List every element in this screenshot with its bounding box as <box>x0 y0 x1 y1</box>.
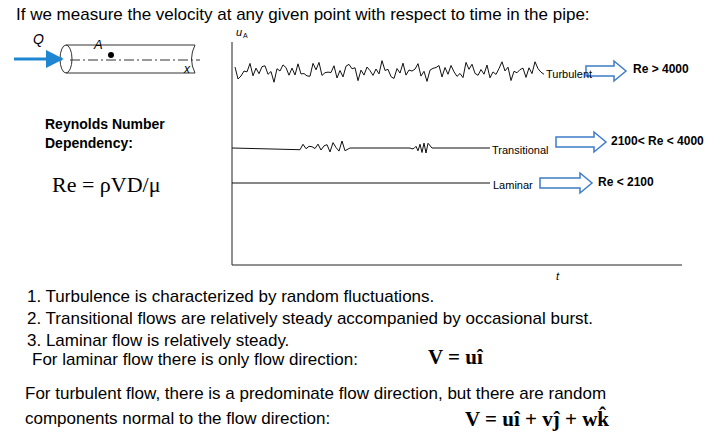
heading: Reynolds Number Dependency: <box>45 115 185 153</box>
turbulent-signal <box>235 61 544 83</box>
point-a <box>108 52 114 58</box>
axis-symbol: x <box>184 63 190 77</box>
signal-label: Transitional <box>492 144 548 157</box>
reynolds-range: 2100< Re < 4000 <box>611 135 704 149</box>
list-item: 3. Laminar flow is relatively steady. <box>27 331 289 351</box>
signal-label: Turbulent <box>546 68 592 81</box>
point-label: A <box>94 38 103 53</box>
list-item: 2. Transitional flows are relatively ste… <box>27 309 593 329</box>
equation: Re = ρVD/μ <box>52 172 161 197</box>
equation: V = uî + vĵ + wk̂ <box>465 407 609 431</box>
note: For laminar flow there is only flow dire… <box>32 350 358 370</box>
hollow-arrows <box>540 61 626 193</box>
laminar-signal <box>232 183 490 184</box>
axis-label: u <box>236 26 242 39</box>
pipe-sketch <box>60 45 200 73</box>
title: If we measure the velocity at any given … <box>16 5 590 25</box>
flow-arrow <box>14 58 62 61</box>
list-item: 1. Turbulence is characterized by random… <box>27 287 434 307</box>
equation: V = uî <box>428 345 483 369</box>
reynolds-range: Re < 2100 <box>598 176 654 190</box>
signal-label: Laminar <box>493 179 533 192</box>
reynolds-range: Re > 4000 <box>633 63 689 77</box>
flow-rate-symbol: Q <box>33 31 44 47</box>
axis-subscript: A <box>243 32 248 40</box>
axis-label: t <box>556 270 559 283</box>
axes <box>232 42 682 265</box>
velocity-signals <box>232 61 544 183</box>
transitional-signal <box>232 141 490 153</box>
